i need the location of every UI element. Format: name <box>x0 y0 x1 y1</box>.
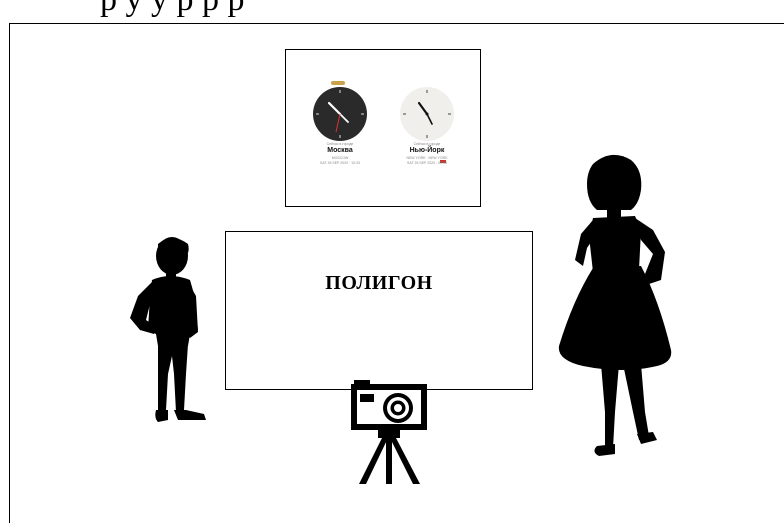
left-clock-sub: MOSCOW <box>305 156 375 160</box>
right-clock-city: Нью-Йорк <box>392 147 462 154</box>
left-clock-city: Москва <box>305 147 375 154</box>
poligon-box: ПОЛИГОН <box>225 231 533 390</box>
clock-photo: Сейчас в городе Москва MOSCOW SAT 26 SEP… <box>285 49 481 207</box>
right-clock-caption: Сейчас в городе <box>392 142 462 146</box>
left-clock-caption: Сейчас в городе <box>305 142 375 146</box>
boy-silhouette <box>128 234 210 426</box>
top-cut-text: р у у р р р <box>100 0 245 20</box>
right-clock-sub: NEW YORK · NEW YORK <box>392 156 462 160</box>
poligon-label: ПОЛИГОН <box>226 272 532 295</box>
clock-photo-drawing <box>286 50 481 207</box>
right-clock-info: SAT 26 SEP 2020 · 03:33 <box>392 161 462 165</box>
left-clock-badge <box>331 81 345 85</box>
girl-silhouette <box>553 150 693 462</box>
camera-on-tripod-icon <box>348 378 430 486</box>
left-clock-info: SAT 26 SEP 2020 · 10:33 <box>305 161 375 165</box>
